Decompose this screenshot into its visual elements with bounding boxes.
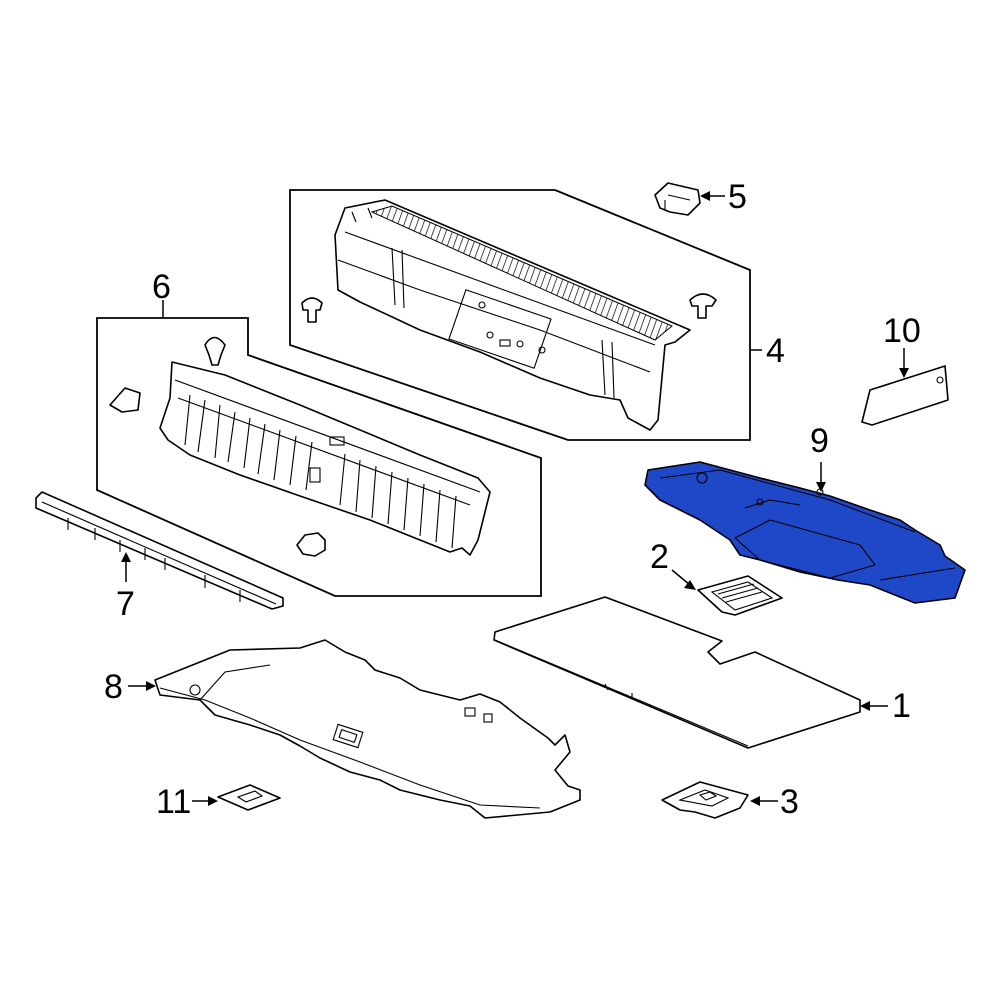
part-7-sill-strip[interactable] (35, 491, 284, 610)
part-11-clip[interactable] (217, 784, 281, 811)
part-6-trim-frame[interactable] (159, 361, 491, 556)
part-9-storage-tray[interactable] (644, 461, 966, 604)
leader-7 (121, 552, 131, 582)
part-8-under-tray[interactable] (154, 639, 581, 819)
leader-1 (860, 701, 888, 711)
callout-2: 2 (650, 538, 669, 576)
callout-11: 11 (156, 783, 191, 821)
part-4-rear-trim-panel[interactable] (334, 199, 691, 431)
clip-side-6 (109, 387, 141, 413)
part-1-floor-board[interactable] (493, 596, 861, 749)
leader-2 (671, 569, 696, 590)
part-10-panel[interactable] (861, 365, 949, 426)
clip-left-4 (301, 297, 323, 323)
callout-8: 8 (104, 668, 123, 706)
clip-bottom-6 (296, 532, 326, 557)
leader-3 (750, 796, 778, 806)
callout-5: 5 (728, 178, 747, 216)
leader-10 (899, 348, 909, 378)
callout-3: 3 (780, 783, 799, 821)
group-frame-6 (96, 317, 542, 597)
leader-11 (192, 796, 218, 806)
clip-top-6 (204, 336, 226, 366)
callout-7: 7 (116, 585, 135, 623)
part-5-clip[interactable] (654, 182, 701, 216)
callout-9: 9 (810, 422, 829, 460)
callout-4: 4 (766, 332, 785, 370)
group-frame-4 (289, 189, 751, 441)
part-3-bracket[interactable] (661, 781, 749, 819)
callout-1: 1 (892, 687, 911, 725)
callout-6: 6 (152, 268, 171, 306)
part-2-lid[interactable] (697, 575, 783, 616)
leader-8 (128, 681, 156, 691)
leader-5 (700, 191, 725, 201)
leader-9 (816, 462, 826, 492)
clip-right-4 (689, 293, 717, 319)
callout-10: 10 (883, 312, 921, 350)
